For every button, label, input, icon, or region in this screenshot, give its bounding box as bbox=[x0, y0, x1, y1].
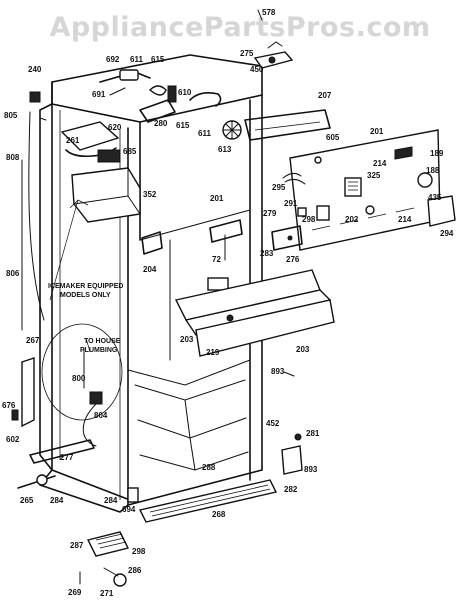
label-294: 294 bbox=[440, 229, 454, 238]
note-house-line2: PLUMBING bbox=[80, 347, 118, 354]
label-282: 282 bbox=[284, 485, 298, 494]
label-602: 602 bbox=[6, 435, 20, 444]
label-450: 450 bbox=[250, 65, 264, 74]
label-613: 613 bbox=[218, 145, 232, 154]
label-268: 268 bbox=[212, 510, 226, 519]
label-800: 800 bbox=[72, 374, 86, 383]
label-691: 691 bbox=[92, 90, 106, 99]
label-265: 265 bbox=[20, 496, 34, 505]
label-291: 291 bbox=[284, 199, 298, 208]
label-283: 283 bbox=[260, 249, 274, 258]
label-269: 269 bbox=[68, 588, 82, 597]
bottom-parts bbox=[17, 433, 303, 587]
icemaker-assembly bbox=[21, 111, 141, 331]
refrigerator-cabinet bbox=[39, 54, 263, 513]
label-286: 286 bbox=[128, 566, 142, 575]
label-203b: 203 bbox=[296, 345, 310, 354]
label-288: 288 bbox=[202, 463, 216, 472]
label-281: 281 bbox=[306, 429, 320, 438]
label-279: 279 bbox=[263, 209, 277, 218]
label-287: 287 bbox=[70, 541, 84, 550]
label-893b: 893 bbox=[304, 465, 318, 474]
control-panel bbox=[282, 129, 456, 251]
label-267: 267 bbox=[26, 336, 40, 345]
label-435: 435 bbox=[428, 193, 442, 202]
label-284b: 284 bbox=[104, 496, 118, 505]
label-806: 806 bbox=[6, 269, 20, 278]
label-620: 620 bbox=[108, 123, 122, 132]
label-284a: 284 bbox=[50, 496, 64, 505]
label-808: 808 bbox=[6, 153, 20, 162]
note-icemaker-line1: ICEMAKER EQUIPPED bbox=[48, 283, 123, 290]
label-685: 685 bbox=[123, 147, 137, 156]
label-201a: 201 bbox=[370, 127, 384, 136]
label-694: 694 bbox=[122, 505, 136, 514]
label-72: 72 bbox=[212, 255, 221, 264]
top-control-parts bbox=[29, 9, 331, 141]
diagram-notes: ICEMAKER EQUIPPED MODELS ONLY TO HOUSE P… bbox=[48, 283, 123, 354]
label-214b: 214 bbox=[398, 215, 412, 224]
label-298: 298 bbox=[302, 215, 316, 224]
label-692: 692 bbox=[106, 55, 120, 64]
label-893a: 893 bbox=[271, 367, 285, 376]
label-615b: 615 bbox=[176, 121, 190, 130]
label-280: 280 bbox=[154, 119, 168, 128]
label-275: 275 bbox=[240, 49, 254, 58]
label-276: 276 bbox=[286, 255, 300, 264]
label-207: 207 bbox=[318, 91, 332, 100]
label-277: 277 bbox=[60, 453, 74, 462]
label-804: 804 bbox=[94, 411, 108, 420]
note-house-line1: TO HOUSE bbox=[84, 338, 121, 345]
label-610: 610 bbox=[178, 88, 192, 97]
watermark: AppliancePartsPros.com bbox=[49, 12, 431, 43]
label-805: 805 bbox=[4, 111, 18, 120]
label-578: 578 bbox=[262, 8, 276, 17]
label-452: 452 bbox=[266, 419, 280, 428]
label-189: 189 bbox=[430, 149, 444, 158]
water-supply-area bbox=[11, 323, 123, 464]
middle-parts bbox=[141, 219, 335, 377]
label-325: 325 bbox=[367, 171, 381, 180]
label-611b: 611 bbox=[198, 129, 211, 138]
label-352: 352 bbox=[143, 190, 157, 199]
label-204: 204 bbox=[143, 265, 157, 274]
label-203a: 203 bbox=[180, 335, 194, 344]
label-298b: 298 bbox=[132, 547, 146, 556]
leader-lines bbox=[49, 199, 91, 353]
label-240: 240 bbox=[28, 65, 42, 74]
part-labels: 578 692 611 615 275 450 240 691 610 207 … bbox=[2, 8, 454, 598]
label-219: 219 bbox=[206, 348, 220, 357]
label-214a: 214 bbox=[373, 159, 387, 168]
label-676: 676 bbox=[2, 401, 16, 410]
label-615a: 615 bbox=[151, 55, 165, 64]
label-611a: 611 bbox=[130, 55, 143, 64]
label-201b: 201 bbox=[210, 194, 224, 203]
label-605: 605 bbox=[326, 133, 340, 142]
label-271: 271 bbox=[100, 589, 114, 598]
label-261: 261 bbox=[66, 136, 80, 145]
label-202: 202 bbox=[345, 215, 359, 224]
note-icemaker-line2: MODELS ONLY bbox=[60, 292, 111, 299]
label-295: 295 bbox=[272, 183, 286, 192]
label-188: 188 bbox=[426, 166, 440, 175]
